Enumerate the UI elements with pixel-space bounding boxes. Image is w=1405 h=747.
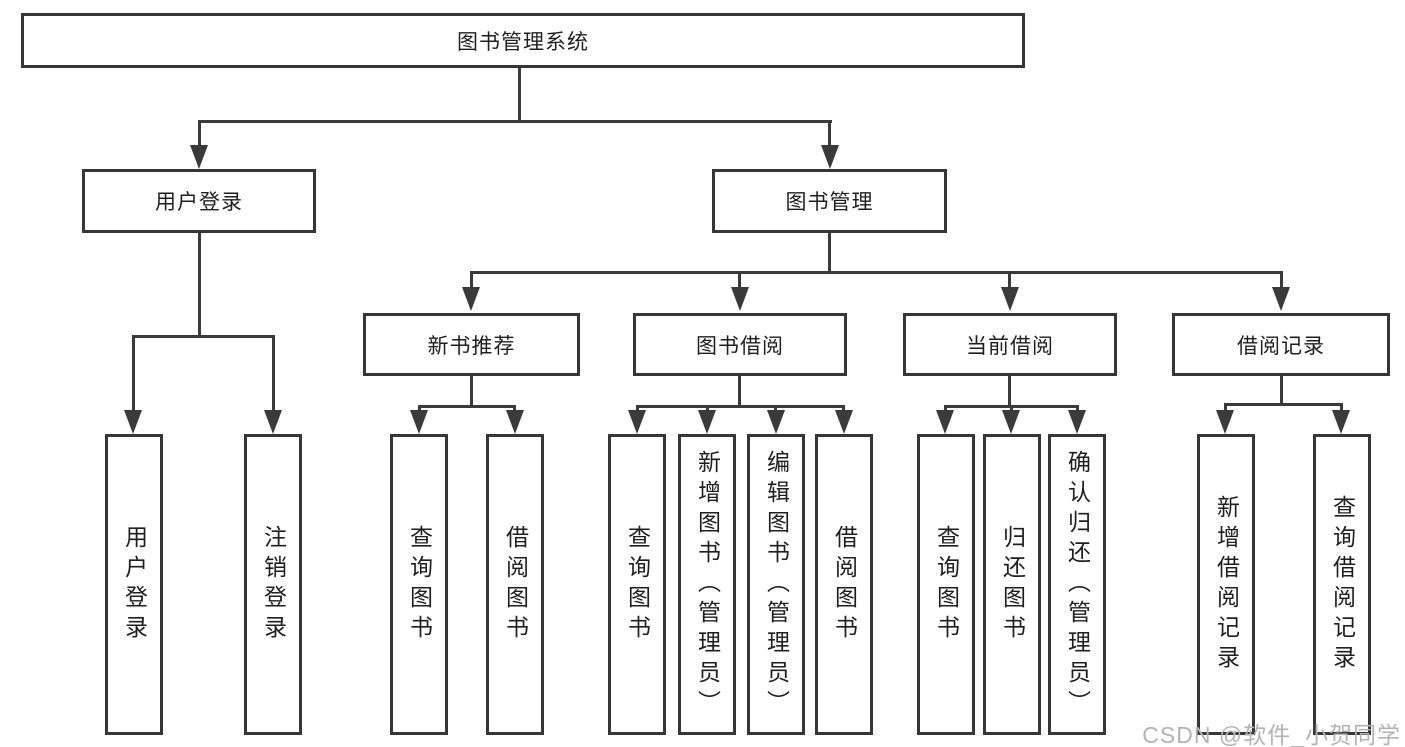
node-book-borrow-label: 图书借阅 <box>696 334 784 358</box>
connector-line <box>198 120 832 123</box>
connector-line <box>513 405 516 411</box>
arrow-down-icon <box>936 410 954 434</box>
connector-line <box>636 405 639 411</box>
arrow-down-icon <box>821 145 839 169</box>
connector-line <box>1010 405 1013 411</box>
connector-line <box>1340 403 1343 411</box>
connector-line <box>518 68 521 120</box>
leaf-query-borrow-record: 查询借阅记录 <box>1313 434 1371 735</box>
leaf-query-books-recommend-label: 查询图书 <box>406 524 433 645</box>
leaf-logout-label: 注销登录 <box>260 524 287 645</box>
node-borrow-records: 借阅记录 <box>1172 313 1390 376</box>
node-current-borrow-label: 当前借阅 <box>966 334 1054 358</box>
connector-line <box>418 405 516 408</box>
connector-line <box>828 120 831 146</box>
arrow-down-icon <box>410 410 428 434</box>
leaf-return-books-label: 归还图书 <box>999 524 1026 645</box>
connector-line <box>470 376 473 405</box>
leaf-user-login: 用户登录 <box>105 434 163 735</box>
connector-line <box>132 335 275 338</box>
leaf-add-borrow-record: 新增借阅记录 <box>1197 434 1255 735</box>
connector-line <box>706 405 709 411</box>
leaf-return-books: 归还图书 <box>983 434 1041 735</box>
arrow-down-icon <box>698 410 716 434</box>
leaf-borrow-books: 借阅图书 <box>815 434 873 735</box>
node-user-login-label: 用户登录 <box>155 191 243 214</box>
leaf-query-books-current-label: 查询图书 <box>933 524 960 645</box>
connector-line <box>1280 376 1283 403</box>
node-book-management: 图书管理 <box>712 169 947 233</box>
connector-line <box>828 233 831 271</box>
connector-line <box>1224 403 1343 406</box>
connector-line <box>738 376 741 405</box>
leaf-edit-books-admin-label: 编辑图书（管理员） <box>763 449 790 720</box>
connector-line <box>774 405 777 411</box>
connector-line <box>470 271 473 287</box>
arrow-down-icon <box>835 410 853 434</box>
leaf-confirm-return-admin: 确认归还（管理员） <box>1048 434 1106 735</box>
arrow-down-icon <box>1002 410 1020 434</box>
arrow-down-icon <box>731 287 749 311</box>
leaf-logout: 注销登录 <box>244 434 302 735</box>
leaf-query-books-current: 查询图书 <box>917 434 975 735</box>
arrow-down-icon <box>506 410 524 434</box>
leaf-add-borrow-record-label: 新增借阅记录 <box>1213 494 1240 675</box>
connector-line <box>470 271 1282 274</box>
arrow-down-icon <box>1068 410 1086 434</box>
node-book-borrow: 图书借阅 <box>633 313 847 376</box>
arrow-down-icon <box>124 410 142 434</box>
connector-line <box>1224 403 1227 411</box>
connector-line <box>944 405 947 411</box>
arrow-down-icon <box>1216 410 1234 434</box>
connector-line <box>1008 271 1011 287</box>
node-new-book-recommend-label: 新书推荐 <box>427 334 516 358</box>
arrow-down-icon <box>264 410 282 434</box>
connector-line <box>198 120 201 146</box>
arrow-down-icon <box>190 145 208 169</box>
connector-line <box>132 335 135 410</box>
node-root-label: 图书管理系统 <box>457 30 589 54</box>
arrow-down-icon <box>1332 410 1350 434</box>
connector-line <box>738 271 741 287</box>
arrow-down-icon <box>462 287 480 311</box>
leaf-confirm-return-admin-label: 确认归还（管理员） <box>1064 449 1091 720</box>
arrow-down-icon <box>628 410 646 434</box>
node-book-management-label: 图书管理 <box>785 191 874 214</box>
node-user-login: 用户登录 <box>82 169 316 233</box>
connector-line <box>272 335 275 410</box>
connector-line <box>1076 405 1079 411</box>
connector-line <box>636 405 844 408</box>
connector-line <box>1008 376 1011 405</box>
node-root: 图书管理系统 <box>21 13 1025 68</box>
leaf-add-books-admin-label: 新增图书（管理员） <box>694 449 721 720</box>
leaf-query-books-borrow-label: 查询图书 <box>624 524 651 645</box>
leaf-user-login-label: 用户登录 <box>121 524 148 645</box>
connector-line <box>198 233 201 335</box>
connector-line <box>418 405 421 411</box>
arrow-down-icon <box>1001 287 1019 311</box>
node-new-book-recommend: 新书推荐 <box>363 313 580 376</box>
leaf-borrow-books-label: 借阅图书 <box>831 524 858 645</box>
connector-line <box>1280 271 1283 287</box>
node-borrow-records-label: 借阅记录 <box>1237 334 1325 358</box>
connector-line <box>842 405 845 411</box>
watermark: CSDN @软件_小贺同学 <box>1142 722 1401 747</box>
leaf-add-books-admin: 新增图书（管理员） <box>678 434 736 735</box>
leaf-query-borrow-record-label: 查询借阅记录 <box>1329 494 1356 675</box>
node-current-borrow: 当前借阅 <box>903 313 1117 376</box>
leaf-borrow-books-recommend: 借阅图书 <box>486 434 544 735</box>
arrow-down-icon <box>767 410 785 434</box>
leaf-borrow-books-recommend-label: 借阅图书 <box>502 524 529 645</box>
leaf-query-books-borrow: 查询图书 <box>608 434 666 735</box>
leaf-edit-books-admin: 编辑图书（管理员） <box>747 434 805 735</box>
leaf-query-books-recommend: 查询图书 <box>390 434 448 735</box>
arrow-down-icon <box>1272 287 1290 311</box>
